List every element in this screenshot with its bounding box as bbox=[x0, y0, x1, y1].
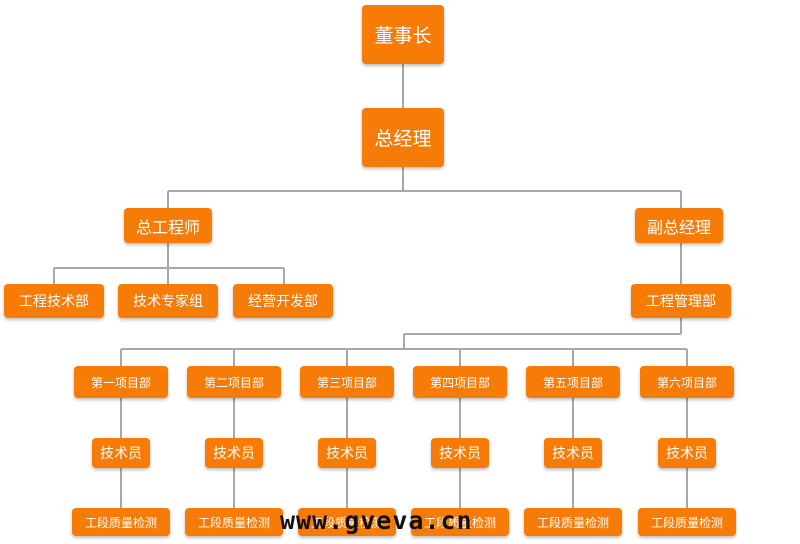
node-technician-2: 技术员 bbox=[205, 438, 263, 468]
node-chairman: 董事长 bbox=[362, 5, 444, 64]
node-section-quality-inspection-2: 工段质量检测 bbox=[185, 508, 283, 536]
node-technician-4: 技术员 bbox=[431, 438, 489, 468]
node-section-quality-inspection-3: 工段质量检测 bbox=[298, 508, 396, 536]
node-engineering-mgmt-dept: 工程管理部 bbox=[631, 284, 731, 318]
node-business-dev-dept: 经营开发部 bbox=[233, 284, 333, 318]
node-general-manager: 总经理 bbox=[362, 108, 444, 167]
node-project-dept-3: 第三项目部 bbox=[300, 366, 394, 398]
node-section-quality-inspection-1: 工段质量检测 bbox=[72, 508, 170, 536]
node-project-dept-4: 第四项目部 bbox=[413, 366, 507, 398]
node-section-quality-inspection-5: 工段质量检测 bbox=[524, 508, 622, 536]
node-chief-engineer: 总工程师 bbox=[124, 208, 212, 243]
node-technician-5: 技术员 bbox=[544, 438, 602, 468]
node-project-dept-2: 第二项目部 bbox=[187, 366, 281, 398]
node-technician-1: 技术员 bbox=[92, 438, 150, 468]
node-section-quality-inspection-4: 工段质量检测 bbox=[411, 508, 509, 536]
node-technician-6: 技术员 bbox=[658, 438, 716, 468]
node-project-dept-5: 第五项目部 bbox=[526, 366, 620, 398]
node-section-quality-inspection-6: 工段质量检测 bbox=[638, 508, 736, 536]
node-project-dept-6: 第六项目部 bbox=[640, 366, 734, 398]
node-engineering-tech-dept: 工程技术部 bbox=[4, 284, 104, 318]
node-deputy-gm: 副总经理 bbox=[635, 208, 723, 243]
node-technician-3: 技术员 bbox=[318, 438, 376, 468]
watermark-text: www.gveva.cn bbox=[280, 506, 473, 535]
node-project-dept-1: 第一项目部 bbox=[74, 366, 168, 398]
node-tech-expert-group: 技术专家组 bbox=[118, 284, 218, 318]
